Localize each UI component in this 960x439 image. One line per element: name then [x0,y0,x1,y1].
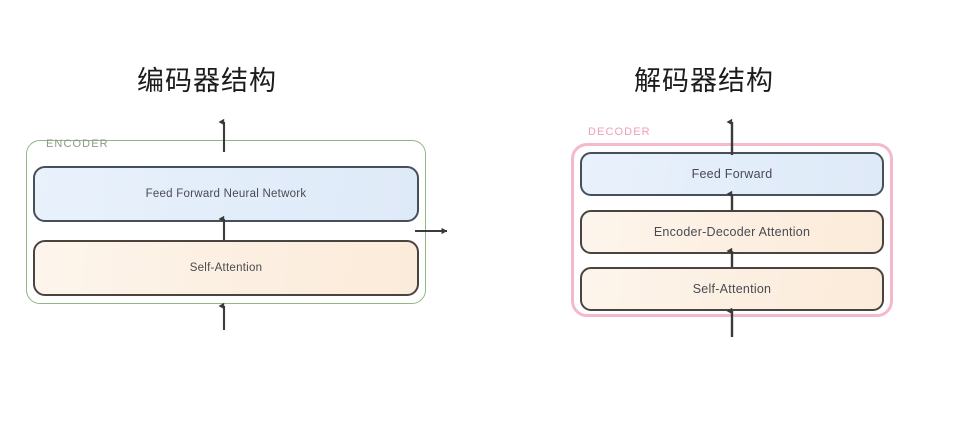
encoder-feed-forward-label: Feed Forward Neural Network [145,188,307,200]
encoder-panel-title: 编码器结构 [137,66,277,97]
encoder-group-label: ENCODER [46,138,109,150]
decoder-feed-forward-block[interactable]: Feed Forward [580,152,884,196]
decoder-self-attention-block[interactable]: Self-Attention [580,267,884,311]
decoder-encoder-decoder-attention-label: Encoder-Decoder Attention [653,225,811,239]
encoder-self-attention-label: Self-Attention [189,262,263,274]
decoder-encoder-decoder-attention-block[interactable]: Encoder-Decoder Attention [580,210,884,254]
encoder-feed-forward-block[interactable]: Feed Forward Neural Network [33,166,419,222]
decoder-feed-forward-label: Feed Forward [691,167,773,181]
decoder-panel-title: 解码器结构 [634,66,774,97]
encoder-self-attention-block[interactable]: Self-Attention [33,240,419,296]
decoder-self-attention-label: Self-Attention [692,282,772,296]
decoder-group-label: DECODER [588,126,651,138]
